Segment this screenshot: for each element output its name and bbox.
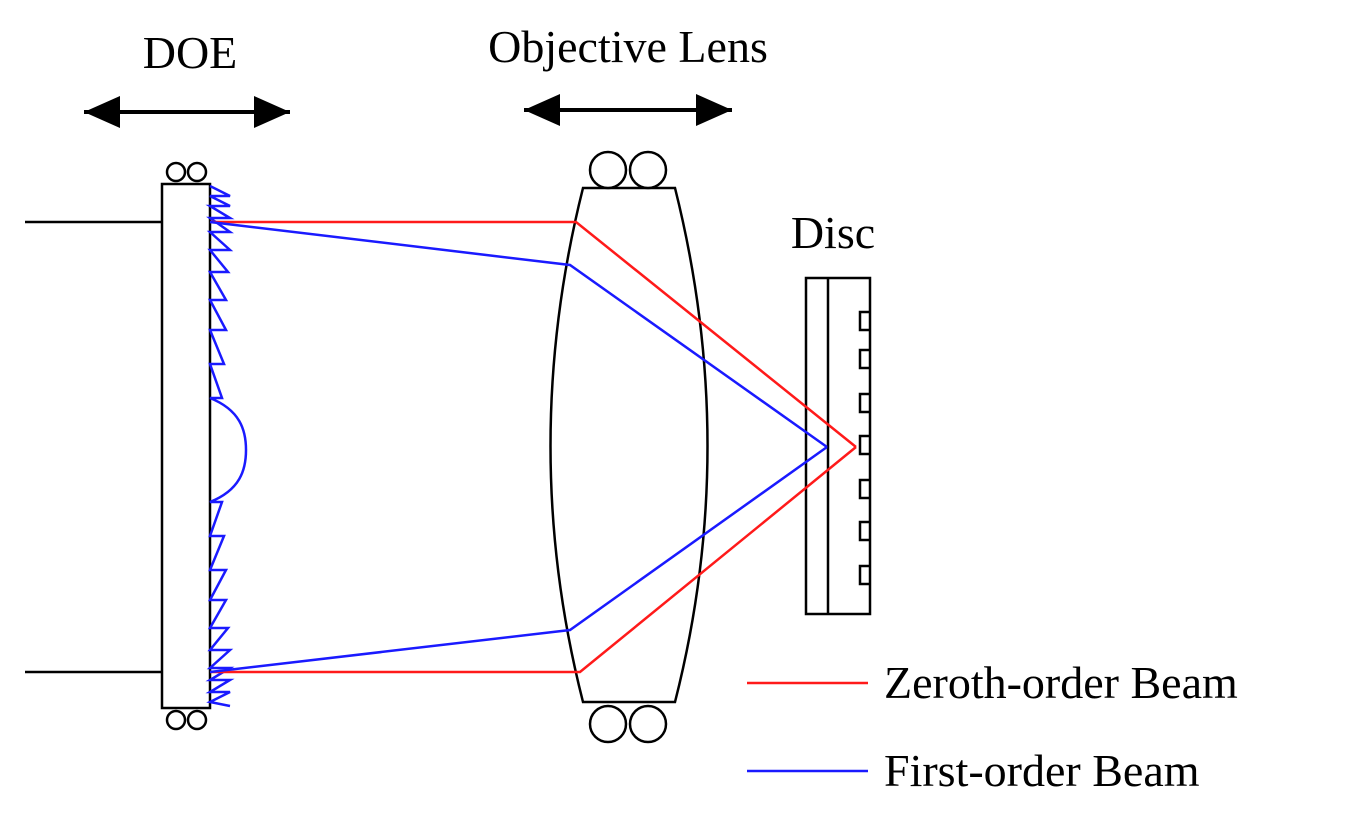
disc-label: Disc <box>791 207 875 258</box>
first-order-beam-bottom <box>209 445 828 674</box>
zeroth-order-beam-bottom <box>210 446 857 674</box>
legend: Zeroth-order Beam First-order Beam <box>747 657 1238 796</box>
legend-zeroth-label: Zeroth-order Beam <box>884 657 1238 708</box>
doe-label: DOE <box>143 27 238 78</box>
doe-diffractive-profile <box>205 184 248 708</box>
zeroth-order-beam-top <box>210 220 857 448</box>
doe-element <box>160 161 212 731</box>
doe-motion-arrow <box>84 96 290 128</box>
disc <box>804 276 872 616</box>
lens-motion-arrow <box>524 94 732 126</box>
first-order-beam-top <box>209 220 828 449</box>
legend-first-label: First-order Beam <box>884 745 1200 796</box>
objective-lens-label: Objective Lens <box>488 21 768 72</box>
objective-lens <box>549 150 709 744</box>
